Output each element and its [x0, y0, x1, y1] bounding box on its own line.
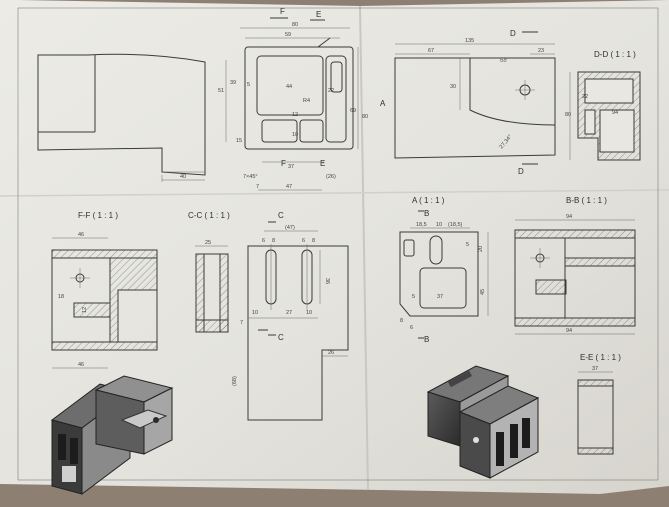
title-ff: F-F ( 1 : 1 )	[78, 211, 118, 220]
dim-80-vertical: 80	[362, 114, 368, 120]
dim-94-dd: 94	[612, 110, 618, 116]
isometric-render-right	[426, 365, 540, 479]
title-a: A ( 1 : 1 )	[412, 196, 445, 205]
dim-15: 15	[236, 138, 242, 144]
dim-22-dd: 22	[582, 94, 588, 100]
sheet-border	[17, 7, 659, 481]
dim-6a: 6	[262, 238, 265, 244]
dim-68p: (68)	[232, 376, 238, 386]
dim-20: 20	[478, 246, 484, 252]
dim-7x45: 7×45°	[243, 174, 258, 180]
dim-26: 26	[328, 350, 334, 356]
dim-67: 67	[428, 48, 434, 54]
section-marker-f: F	[280, 7, 285, 16]
dim-135: 135	[465, 38, 474, 44]
dim-5b: 5	[412, 294, 415, 300]
view-c: C (47) 6 8 6 8 36 10 27 10 7 C 26 (68)	[232, 211, 349, 421]
dim-51: 51	[218, 88, 224, 94]
top-center-front-view: F E 80 59 5 39 51 44 22 12 10 R4 15 80 6…	[218, 7, 368, 191]
dim-10: 10	[292, 132, 298, 138]
dim-36: 36	[324, 278, 330, 284]
section-marker-e2: E	[320, 159, 325, 168]
section-marker-a: A	[380, 99, 386, 108]
marker-c-top: C	[278, 211, 284, 220]
paper	[0, 0, 669, 494]
dim-18: 18	[58, 294, 64, 300]
dim-37: 37	[288, 164, 294, 170]
marker-c-bottom: C	[278, 333, 284, 342]
dim-10a: 10	[252, 310, 258, 316]
dim-37: 37	[437, 294, 443, 300]
dim-12: 12	[292, 112, 298, 118]
title-cc: C-C ( 1 : 1 )	[188, 211, 230, 220]
dim-7: 7	[256, 184, 259, 190]
marker-b-bottom: B	[424, 335, 429, 344]
section-dd: D-D ( 1 : 1 ) 94 22 80	[565, 50, 641, 161]
dim-22: 22	[328, 88, 334, 94]
section-ee: E-E ( 1 : 1 ) 37	[577, 353, 621, 455]
dim-6: 6	[410, 325, 413, 331]
dim-30: 30	[450, 84, 456, 90]
dim-5: 5	[247, 82, 250, 88]
top-left-side-view: 40	[37, 53, 206, 182]
section-marker-e: E	[316, 10, 321, 19]
dim-44: 44	[286, 84, 292, 90]
dim-59: 59	[285, 32, 291, 38]
marker-b-top: B	[424, 209, 429, 218]
dim-18-5p: (18,5)	[448, 222, 463, 228]
dim-23: 23	[538, 48, 544, 54]
dim-39: 39	[230, 80, 236, 86]
dim-25: 25	[205, 240, 211, 246]
title-ee: E-E ( 1 : 1 )	[580, 353, 621, 362]
dim-10b: 10	[306, 310, 312, 316]
isometric-render-left	[50, 375, 174, 495]
section-cc: C-C ( 1 : 1 ) 25	[188, 211, 230, 333]
section-marker-d2: D	[518, 167, 524, 176]
dim-7: 7	[240, 320, 243, 326]
dim-47p: (47)	[285, 225, 295, 231]
title-bb: B-B ( 1 : 1 )	[566, 196, 607, 205]
dim-12: 12	[82, 307, 88, 313]
dim-46-top: 46	[78, 232, 84, 238]
dim-69: 69	[350, 108, 356, 114]
section-marker-d: D	[510, 29, 516, 38]
handwritten-note: 68	[500, 58, 507, 64]
dim-8: 8	[400, 318, 403, 324]
dim-8a: 8	[272, 238, 275, 244]
paper-fold	[0, 189, 669, 197]
dim-46-bottom: 46	[78, 362, 84, 368]
dim-8b: 8	[312, 238, 315, 244]
dim-18-5: 18,5	[416, 222, 427, 228]
dim-27: 27	[286, 310, 292, 316]
dim-40: 40	[180, 174, 186, 180]
dim-26p: (26)	[326, 174, 336, 180]
section-ff: F-F ( 1 : 1 ) 46 18 12 46	[51, 211, 158, 369]
dim-94-bb-top: 94	[566, 214, 572, 220]
dim-5a: 5	[466, 242, 469, 248]
section-bb: B-B ( 1 : 1 ) 94 94	[514, 196, 636, 335]
paper-fold	[359, 5, 369, 491]
detail-a: A ( 1 : 1 ) B 18,5 10 (18,5) 5 20 45 37 …	[399, 196, 489, 344]
dim-94-bb-bottom: 94	[566, 328, 572, 334]
dim-80-dd: 80	[565, 112, 571, 118]
title-dd: D-D ( 1 : 1 )	[594, 50, 636, 59]
dim-47: 47	[286, 184, 292, 190]
dim-37-ee: 37	[592, 366, 598, 372]
dim-45: 45	[480, 289, 486, 295]
dim-r4: R4	[303, 98, 310, 104]
dim-6b: 6	[302, 238, 305, 244]
section-marker-f2: F	[281, 159, 286, 168]
dim-10: 10	[436, 222, 442, 228]
top-right-view: A D 135 67 23 68 30 27,34° D	[380, 29, 556, 176]
dim-80: 80	[292, 22, 298, 28]
